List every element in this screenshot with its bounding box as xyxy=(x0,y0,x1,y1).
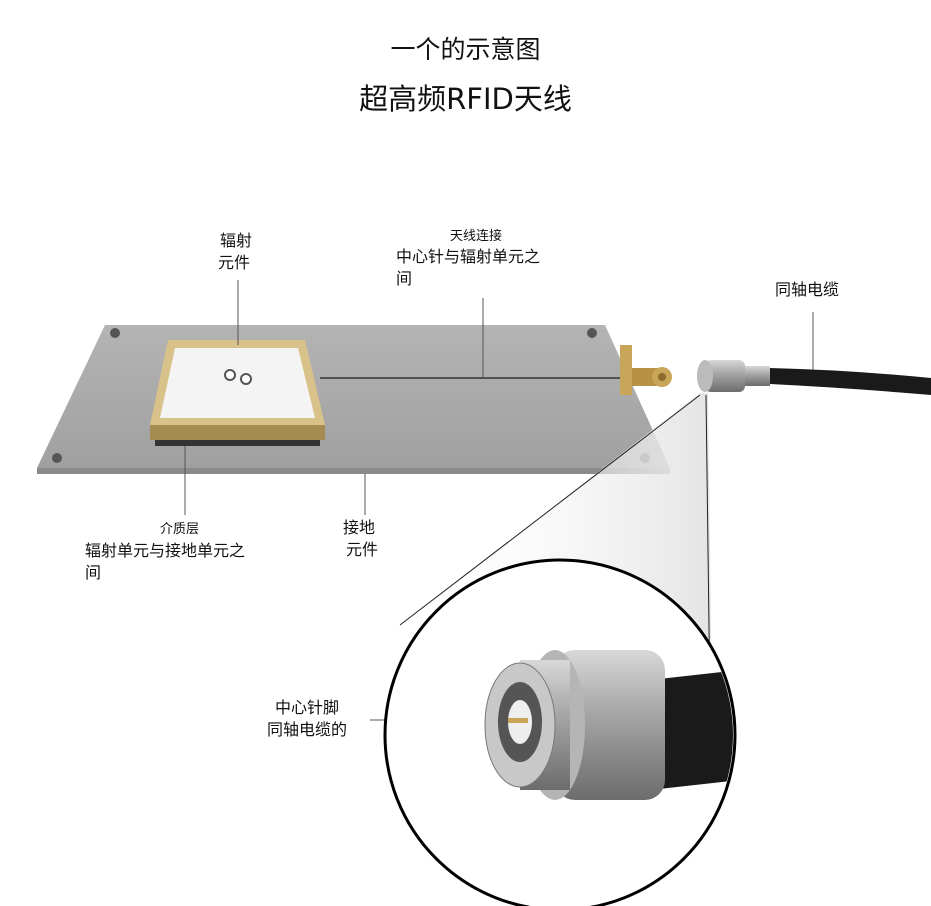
title-line-1: 一个的示意图 xyxy=(390,35,541,64)
label-line: 接地 xyxy=(343,518,376,537)
label-coax-cable: 同轴电缆 xyxy=(775,280,840,299)
label-line: 辐射单元与接地单元之 xyxy=(85,541,246,560)
label-antenna-connection: 中心针与辐射单元之 间 xyxy=(396,246,540,290)
label-line: 元件 xyxy=(218,253,251,272)
magnified-view xyxy=(383,558,737,906)
label-line: 中心针脚 xyxy=(275,698,340,717)
ground-plate xyxy=(37,325,670,474)
label-line: 同轴电缆的 xyxy=(267,720,348,739)
label-dielectric-heading: 介质层 xyxy=(160,522,200,537)
label-line: 间 xyxy=(85,563,102,582)
coax-plug xyxy=(697,360,931,395)
label-dielectric: 辐射单元与接地单元之 间 xyxy=(85,540,245,584)
label-antenna-connection-heading: 天线连接 xyxy=(450,229,503,244)
label-radiating-element: 辐射 元件 xyxy=(218,230,252,274)
radiating-patch xyxy=(150,340,325,446)
label-ground-element: 接地 元件 xyxy=(343,517,378,561)
label-line: 辐射 xyxy=(220,231,253,250)
title-line-2: 超高频RFID天线 xyxy=(359,82,572,116)
label-line: 间 xyxy=(396,269,413,288)
label-center-pin: 中心针脚 同轴电缆的 xyxy=(267,697,347,741)
label-line: 中心针与辐射单元之 xyxy=(396,247,541,266)
label-line: 元件 xyxy=(346,540,379,559)
sma-connector xyxy=(620,345,672,395)
